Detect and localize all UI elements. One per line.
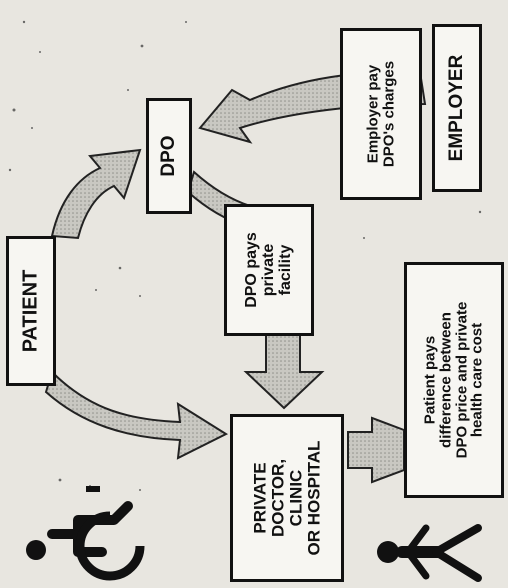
patient-pays-label: Patient pays difference between DPO pric…: [421, 301, 486, 459]
arrow-patient-pays-to-provider: [347, 416, 405, 484]
employer-pay-box: Employer pay DPO's charges: [340, 28, 422, 200]
provider-label: PRIVATE DOCTOR, CLINIC OR HOSPITAL: [250, 440, 323, 556]
employer-box: EMPLOYER: [432, 24, 482, 192]
employer-label: EMPLOYER: [446, 54, 468, 162]
dpo-label: DPO: [158, 135, 180, 177]
arrow-patient-to-provider: [44, 370, 229, 460]
employer-pay-label: Employer pay DPO's charges: [364, 60, 397, 168]
patient-label: PATIENT: [19, 269, 42, 353]
person-icon: [377, 524, 482, 582]
provider-box: PRIVATE DOCTOR, CLINIC OR HOSPITAL: [230, 414, 344, 582]
print-speckles: [8, 20, 493, 491]
dpo-pays-label: DPO pays private facility: [242, 232, 294, 308]
wheelchair-icon: [26, 486, 145, 581]
patient-box: PATIENT: [6, 236, 56, 386]
arrow-patient-to-dpo: [50, 148, 142, 240]
dpo-pays-box: DPO pays private facility: [224, 204, 314, 336]
patient-pays-box: Patient pays difference between DPO pric…: [404, 262, 504, 498]
arrow-dpo-to-provider: [243, 333, 325, 410]
dpo-box: DPO: [146, 98, 192, 214]
